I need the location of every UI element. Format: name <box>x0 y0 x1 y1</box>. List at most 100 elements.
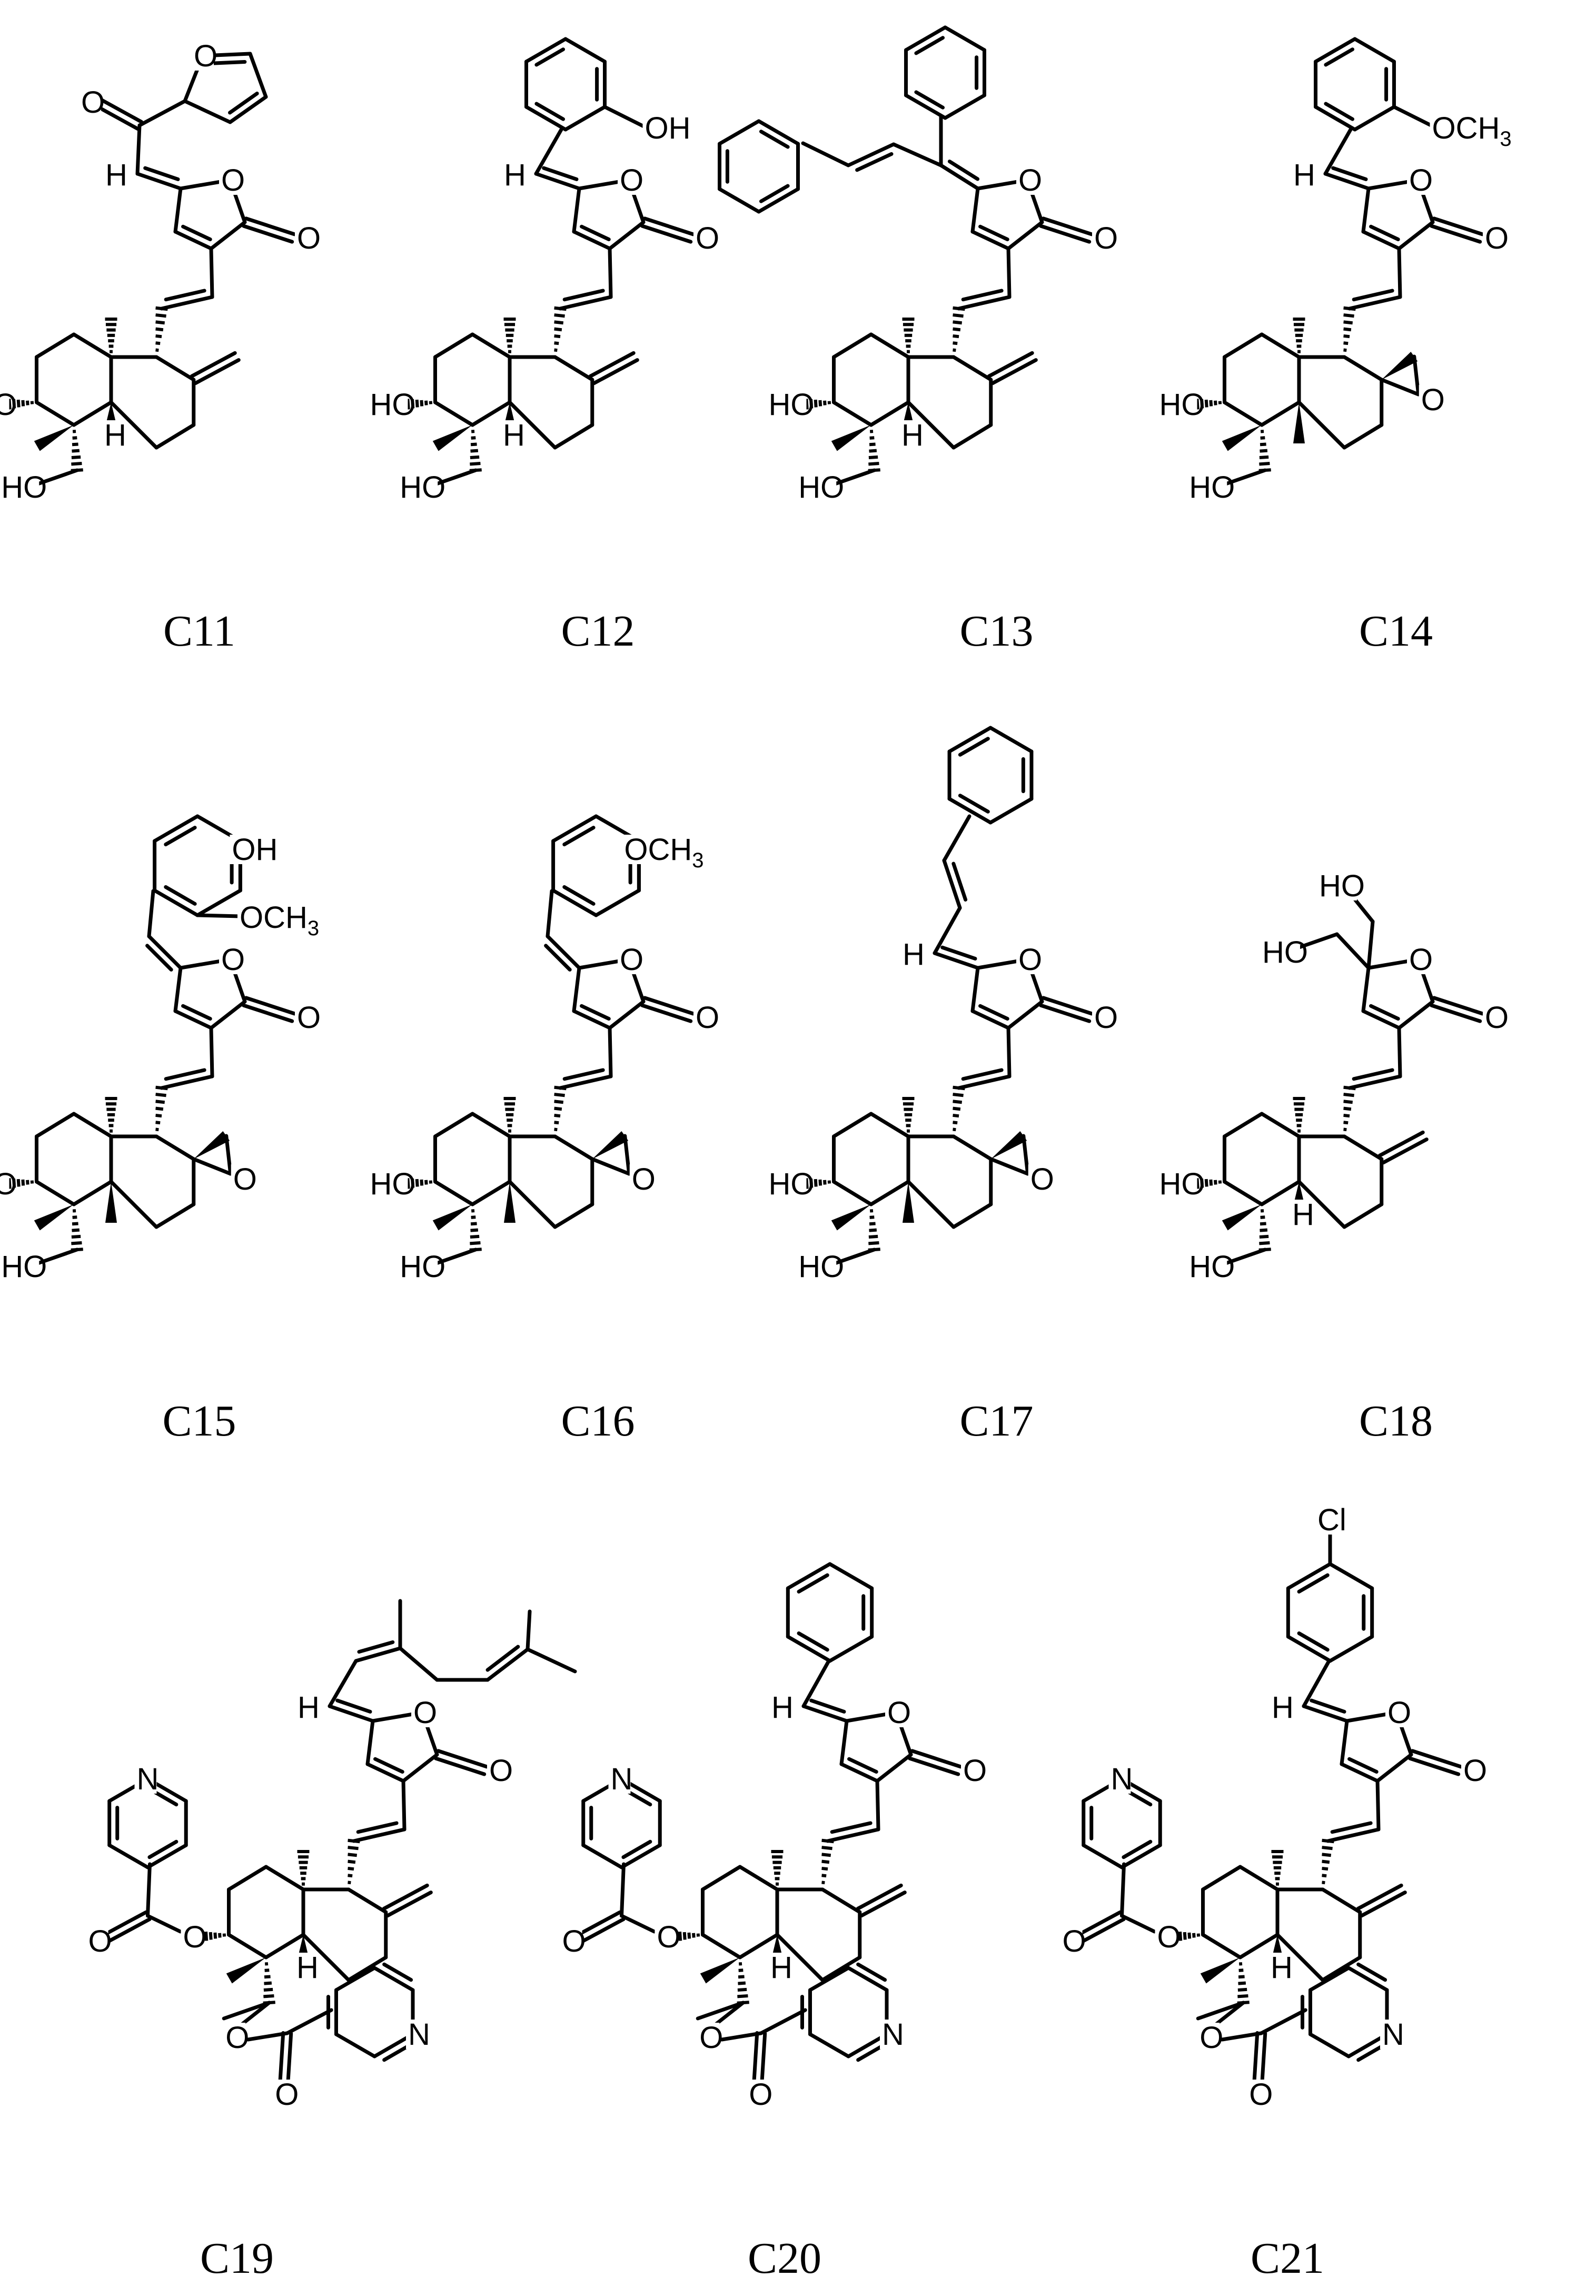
lactone-alkene <box>1340 1762 1380 1783</box>
bond <box>720 2031 763 2042</box>
hydroxyl-group: HO <box>398 1250 445 1284</box>
lactone-bond <box>1361 966 1371 1013</box>
exocyclic-alkene <box>1323 172 1371 191</box>
linker-bond <box>401 1779 407 1832</box>
pyridine-bond <box>1346 1966 1389 1992</box>
exocyclic-alkene-inner <box>145 944 173 972</box>
bond <box>285 2008 333 2035</box>
linker-alkene <box>352 1827 407 1843</box>
bond <box>1238 1933 1280 1959</box>
benzene-bond <box>153 888 200 917</box>
linker-bond <box>608 1026 613 1078</box>
compound-label: C19 <box>200 2234 274 2283</box>
epoxide-bond <box>192 1157 233 1176</box>
pyridine-bond <box>1308 1966 1351 1992</box>
exo-methylene-b <box>588 351 636 378</box>
bond <box>433 1112 474 1139</box>
oxygen-atom: O <box>1407 943 1433 977</box>
ester-carbonyl-b <box>286 2031 293 2086</box>
linker-alkene-inner <box>961 289 1004 302</box>
lactone-alkene-inner <box>181 1004 212 1021</box>
bond <box>195 913 243 918</box>
linker-alkene-inner <box>164 289 206 302</box>
svg-text:Cl: Cl <box>1317 1503 1346 1537</box>
lactone-alkene-inner <box>1369 1004 1400 1021</box>
c4-methyl-wedge <box>1222 425 1262 451</box>
svg-text:O: O <box>887 1696 911 1730</box>
exocyclic-alkene <box>939 163 980 191</box>
benzene-bond <box>786 1562 832 1590</box>
bond <box>72 400 113 427</box>
bond <box>346 1887 388 1914</box>
benzene-bond <box>988 797 1034 825</box>
oxygen-atom: O <box>219 943 245 977</box>
methyl-hash <box>1293 1097 1305 1138</box>
lactone-bond <box>608 999 646 1030</box>
exo-methylene <box>1360 1891 1407 1918</box>
epoxide-wedge <box>592 1131 629 1159</box>
bond <box>109 400 158 450</box>
bond <box>1323 127 1353 176</box>
alkene-inner <box>855 152 894 172</box>
svg-text:H: H <box>504 158 526 192</box>
benzene-bond <box>594 888 641 917</box>
pyridine-bond <box>808 1966 850 1992</box>
svg-text:O: O <box>221 163 245 197</box>
bond <box>29 1248 79 1268</box>
bond <box>1259 2008 1307 2035</box>
compound-label: C15 <box>162 1397 236 1446</box>
carbonyl-oxygen: O <box>295 1001 321 1035</box>
alkene <box>846 142 896 167</box>
hydroxyl-group: HO <box>368 1167 415 1201</box>
bond <box>801 1659 831 1708</box>
exo-methylene <box>385 1891 433 1918</box>
hydrogen-atom: H <box>103 158 127 192</box>
svg-text:O: O <box>1094 221 1118 255</box>
bond <box>226 1865 268 1892</box>
bond <box>831 1112 873 1139</box>
exo-methylene-b <box>1377 1130 1425 1157</box>
svg-text:HO: HO <box>400 1250 445 1284</box>
bond <box>951 1134 993 1161</box>
benzene-bond <box>1314 37 1357 64</box>
svg-text:O: O <box>1094 1001 1118 1035</box>
alkene <box>485 1647 530 1682</box>
exo-methylene-b <box>856 1883 903 1911</box>
epoxide-bond <box>623 1134 631 1176</box>
exocyclic-alkene <box>1302 1704 1349 1723</box>
svg-text:O: O <box>194 39 217 73</box>
linker-bond <box>1006 246 1012 299</box>
hydroxyl-group: HO <box>398 470 445 504</box>
carbonyl-oxygen: O <box>1483 221 1509 255</box>
bond <box>264 1933 305 1959</box>
pyridine-bond-inner <box>1122 1839 1153 1859</box>
stereo-hash <box>1343 306 1356 359</box>
bond <box>700 1865 742 1892</box>
bond <box>154 423 196 450</box>
bond <box>508 400 557 450</box>
epoxide-oxygen: O <box>231 1162 257 1196</box>
benzene-bond <box>988 726 1034 754</box>
hydroxyl-group: HO <box>766 1167 814 1201</box>
bond <box>135 123 142 176</box>
exo-methylene-b <box>987 351 1034 378</box>
svg-text:H: H <box>901 418 924 452</box>
hydroxyl-group: HO <box>0 470 47 504</box>
lactone-bond <box>1361 186 1371 234</box>
compound-label: C21 <box>1250 2234 1325 2283</box>
carbonyl-oxygen: O <box>295 221 321 255</box>
linker-alkene <box>558 295 613 311</box>
svg-text:HO: HO <box>0 388 17 422</box>
bond <box>553 1134 594 1161</box>
linker-bond <box>1397 1026 1402 1078</box>
hydroxyl-group: HO <box>368 388 415 422</box>
bond <box>831 332 873 359</box>
carbonyl-oxygen: O <box>273 2077 299 2112</box>
carbonyl-oxygen: O <box>1060 1924 1086 1958</box>
lactone-alkene-inner <box>580 224 611 242</box>
exo-methylene-b <box>1356 1883 1403 1911</box>
